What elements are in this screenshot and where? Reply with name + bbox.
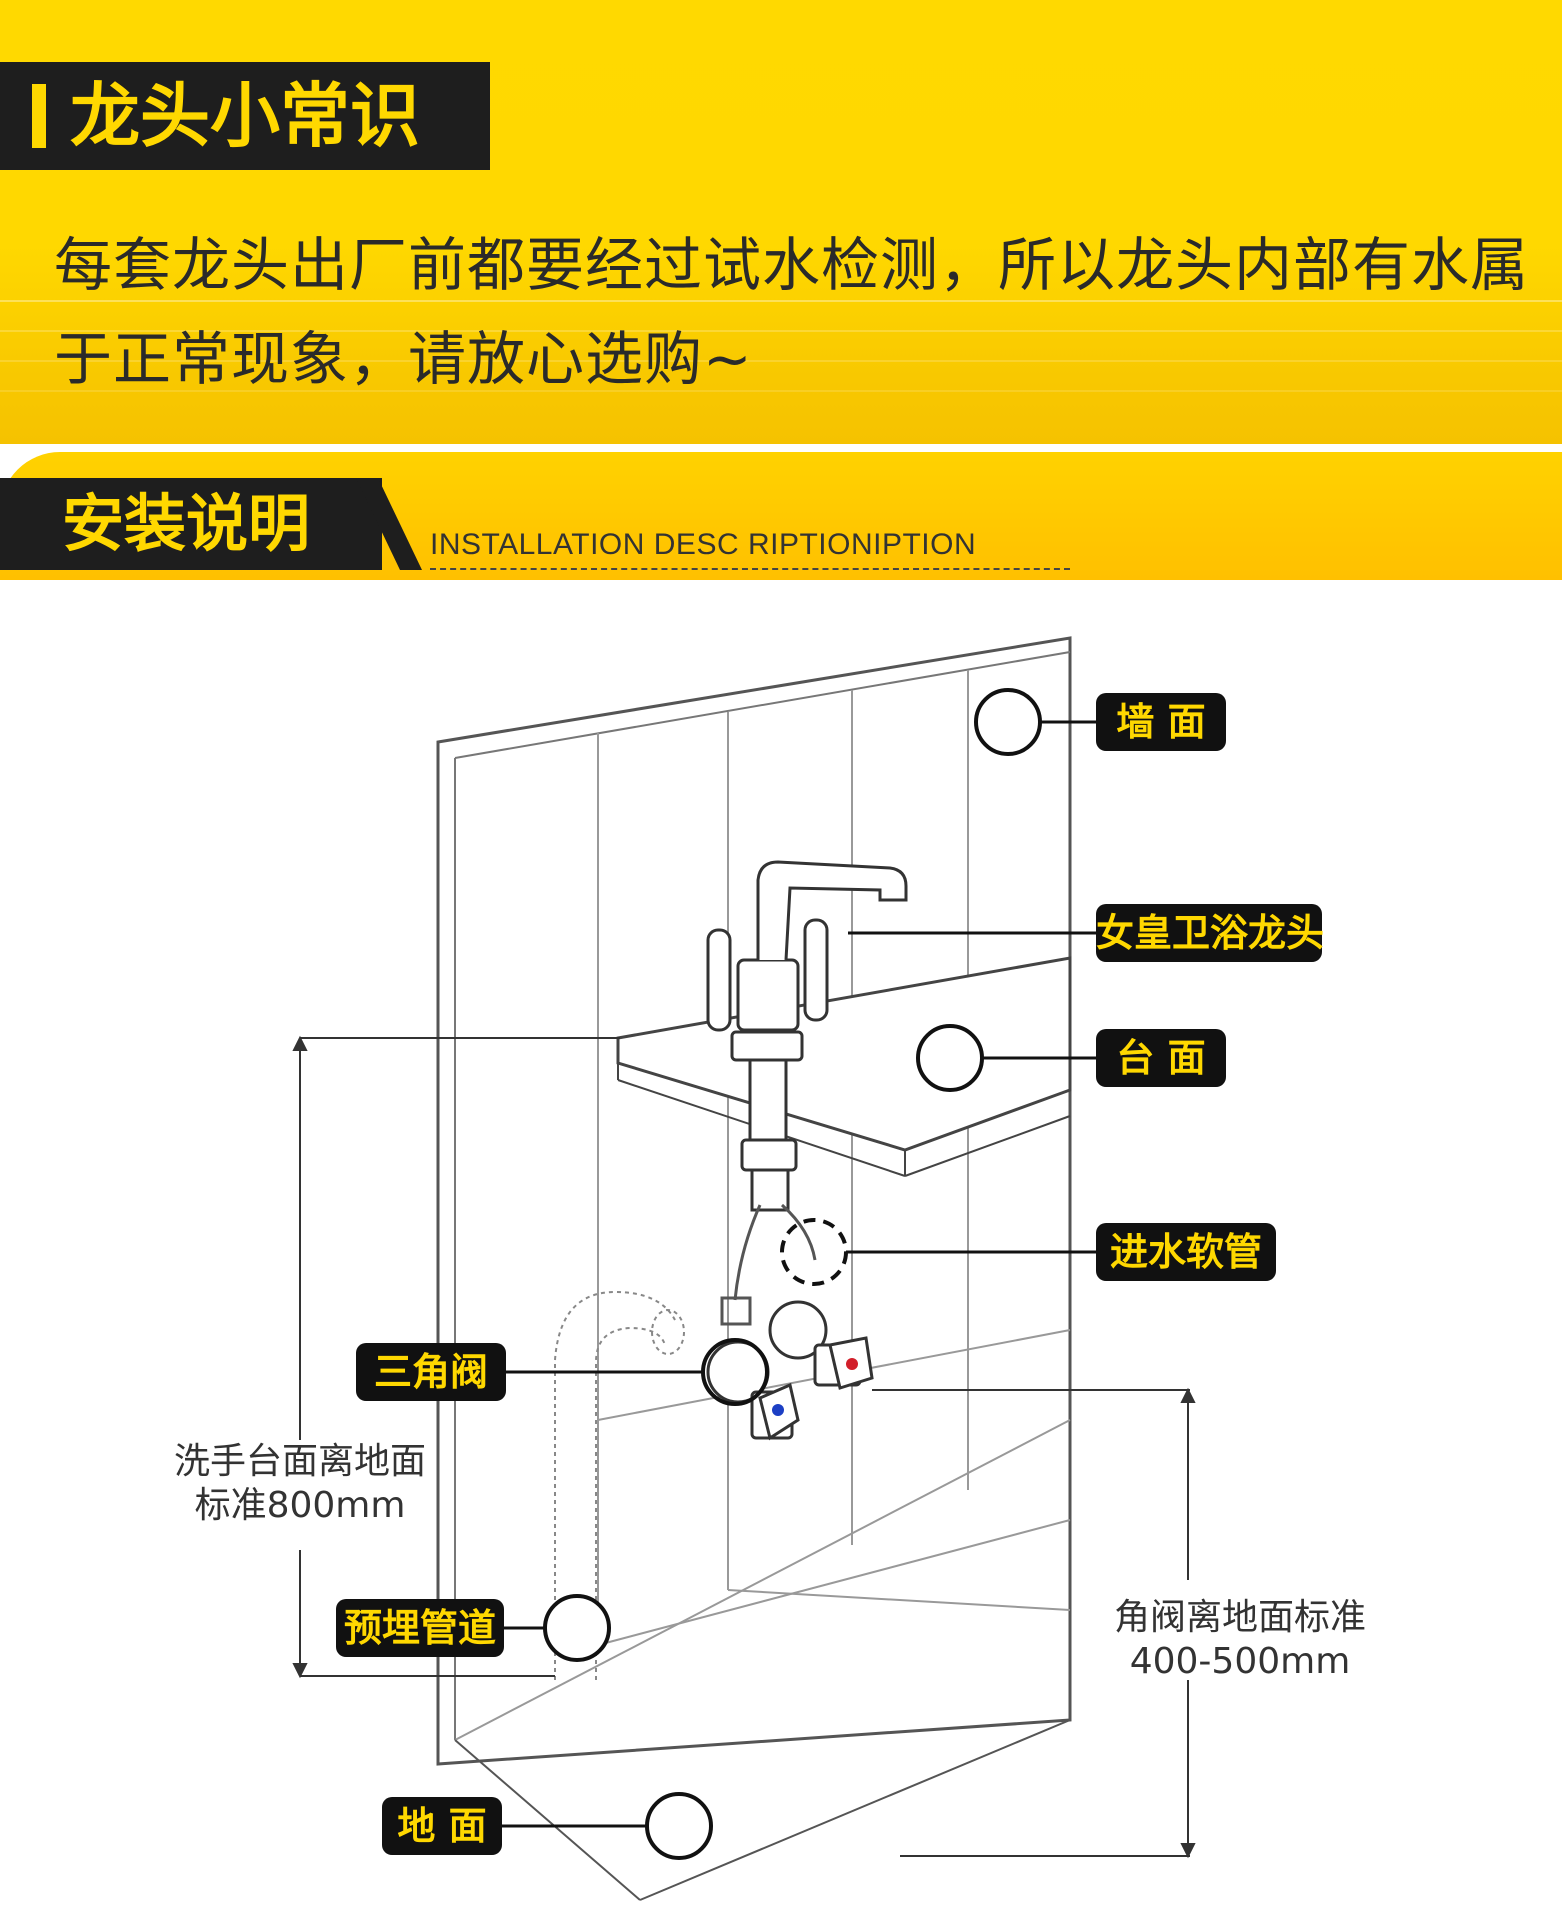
valve-height-text-1: 角阀离地面标准 bbox=[1113, 1597, 1366, 1638]
embedded-pipe bbox=[554, 1290, 685, 1680]
counter-height-text-1: 洗手台面离地面 bbox=[173, 1441, 426, 1482]
section-slash-decor bbox=[356, 478, 422, 570]
dimension-lines bbox=[292, 1035, 1196, 1859]
cold-valve-dot bbox=[772, 1404, 784, 1416]
faucet-label: 女皇卫浴龙头 bbox=[1096, 904, 1324, 962]
section-title-tag: 安装说明 bbox=[0, 478, 382, 570]
tip-body: 每套龙头出厂前都要经过试水检测，所以龙头内部有水属于正常现象，请放心选购~ bbox=[54, 231, 1530, 393]
floor-area bbox=[454, 1419, 1071, 1901]
pipe-marker bbox=[543, 1594, 611, 1662]
tip-title-tag: 龙头小常识 bbox=[0, 62, 490, 170]
floor-label: 地 面 bbox=[382, 1797, 502, 1855]
section-title: 安装说明 bbox=[62, 487, 311, 560]
tag-accent-bar bbox=[32, 84, 46, 148]
counter-marker bbox=[916, 1024, 984, 1092]
section-subtitle: INSTALLATION DESC RIPTIONIPTION bbox=[430, 528, 977, 561]
hot-valve-dot bbox=[846, 1358, 858, 1370]
pipe-label: 预埋管道 bbox=[336, 1599, 504, 1657]
faucet-drawing bbox=[706, 860, 908, 1212]
tip-title: 龙头小常识 bbox=[70, 75, 420, 157]
floor-marker bbox=[645, 1792, 713, 1860]
angle-valve-label: 三角阀 bbox=[356, 1343, 506, 1401]
inlet-hoses bbox=[720, 1203, 817, 1326]
wall-marker bbox=[974, 688, 1042, 756]
counter-label: 台 面 bbox=[1096, 1029, 1226, 1087]
tip-banner: 龙头小常识 每套龙头出厂前都要经过试水检测，所以龙头内部有水属于正常现象，请放心… bbox=[0, 0, 1562, 444]
leader-lines bbox=[500, 720, 1100, 1828]
hose-label: 进水软管 bbox=[1096, 1223, 1276, 1281]
valve-height-text-2: 400-500mm bbox=[1129, 1641, 1351, 1682]
counter-height-text-2: 标准800mm bbox=[194, 1485, 406, 1526]
section-dashed-rule bbox=[430, 568, 1070, 570]
installation-diagram bbox=[292, 636, 1196, 1901]
wall-label: 墙 面 bbox=[1096, 693, 1226, 751]
